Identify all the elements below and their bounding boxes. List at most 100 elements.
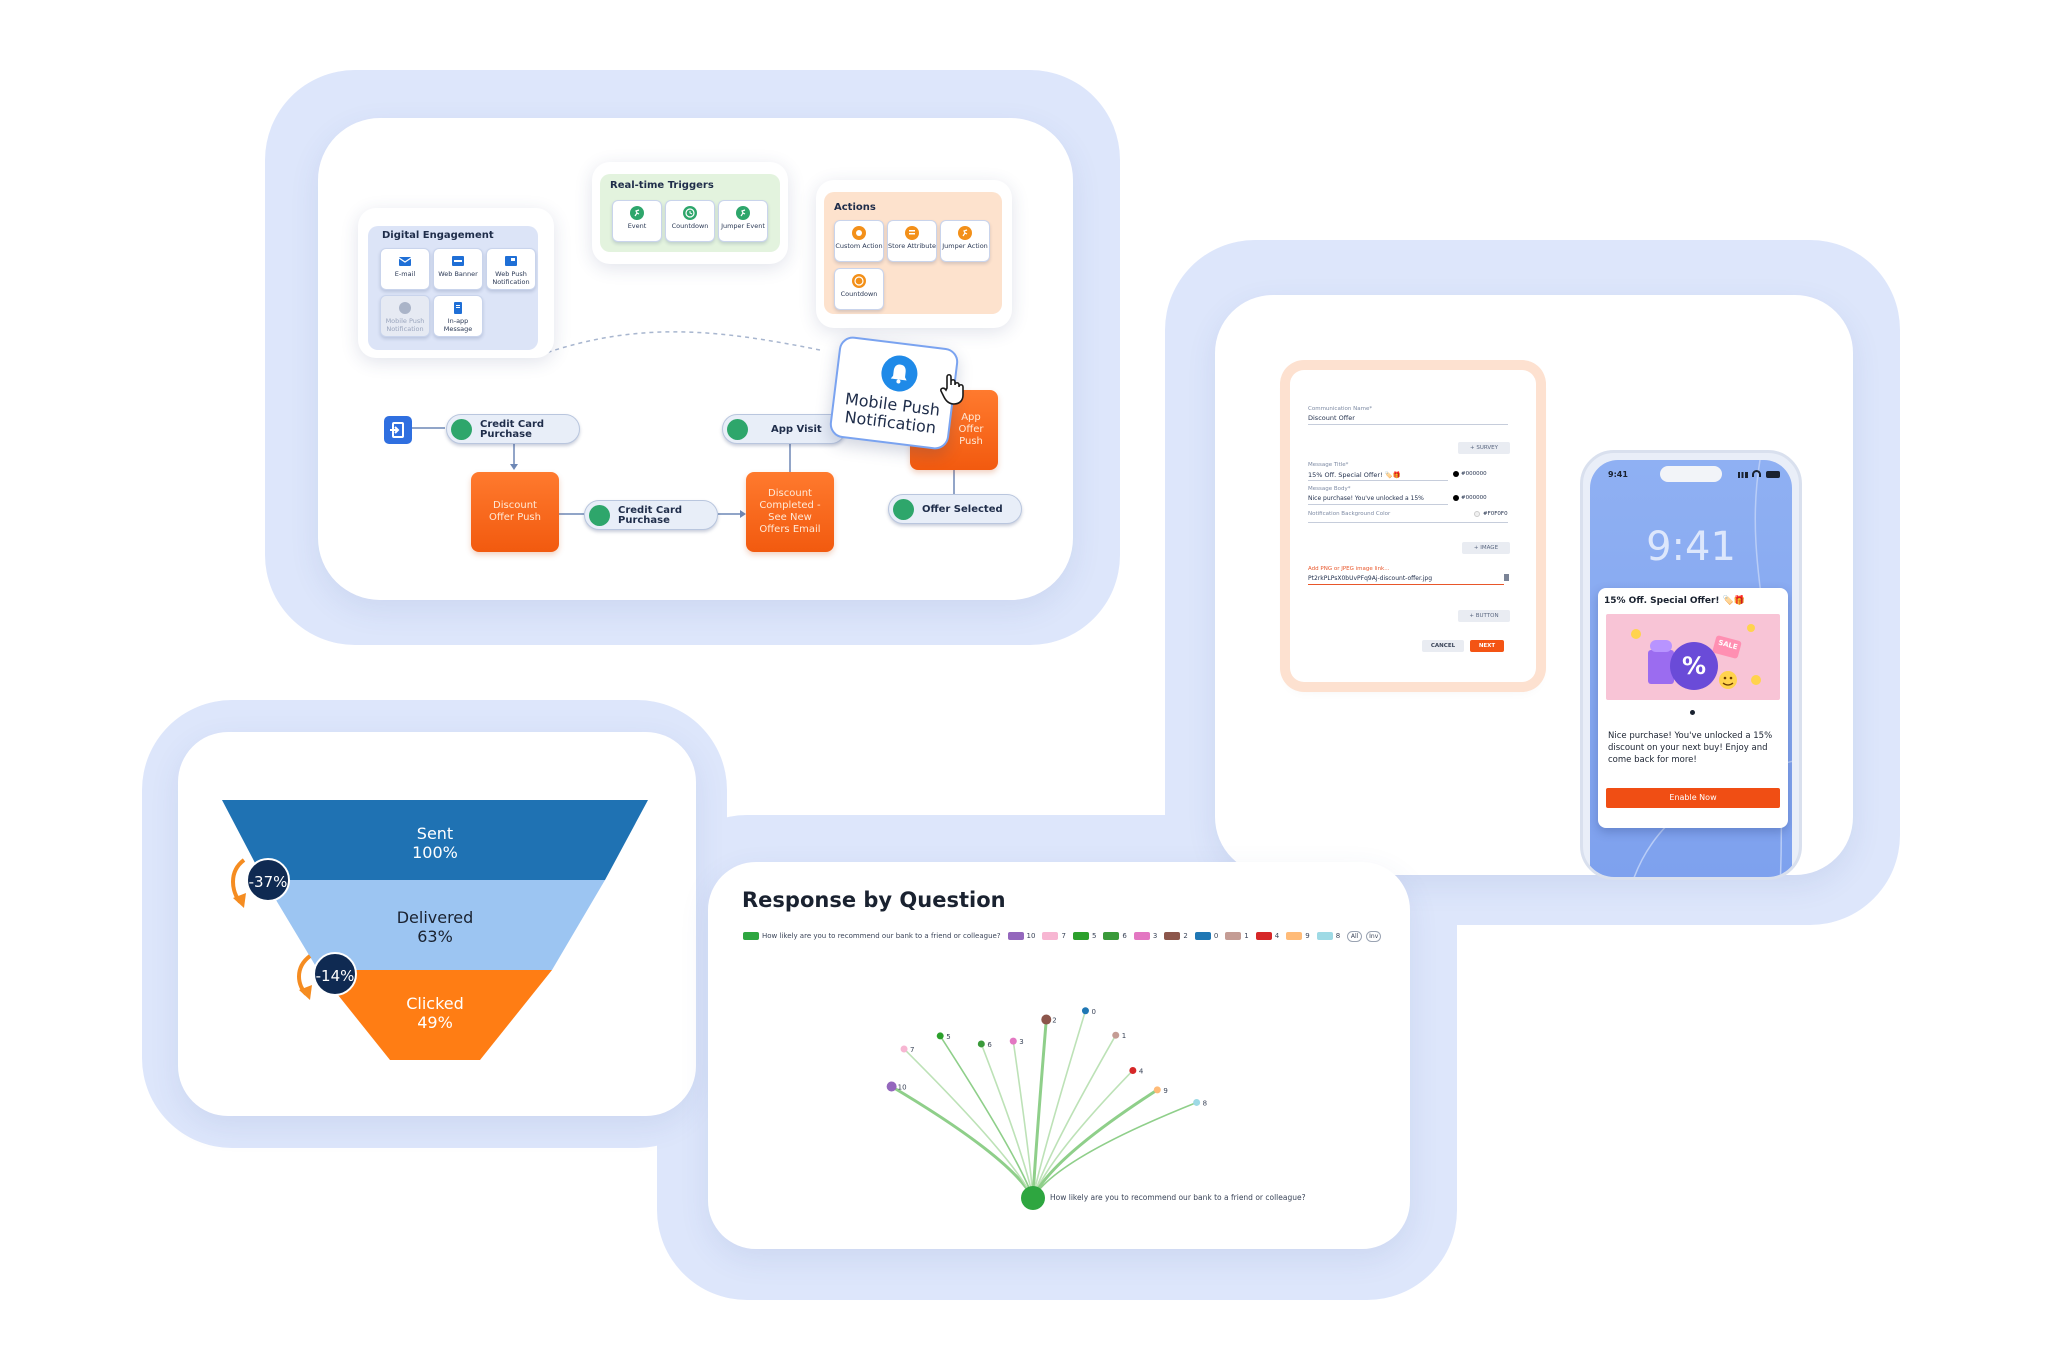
message-title-input[interactable]: 15% Off. Special Offer! 🏷️🎁 [1308, 471, 1401, 479]
running-icon [589, 505, 610, 526]
tree-leaf-node[interactable] [936, 1032, 944, 1040]
store-attribute-icon [905, 226, 919, 240]
tile-custom-action[interactable]: Custom Action [834, 220, 884, 262]
legend-item[interactable]: 5 [1072, 932, 1096, 940]
tile-in-app-message[interactable]: In-app Message [433, 295, 483, 337]
tree-leaf-node[interactable] [1081, 1007, 1089, 1015]
tree-link [980, 1043, 1034, 1199]
legend-item[interactable]: 2 [1164, 932, 1188, 940]
legend-item[interactable]: 0 [1194, 932, 1219, 940]
image-link-input[interactable]: Pt2rkPLPsX0bUvPFq9Aj-discount-offer.jpg [1308, 575, 1433, 582]
tree-leaf-label: 2 [1052, 1017, 1056, 1025]
legend-swatch [1316, 932, 1333, 940]
legend-swatch [1194, 932, 1211, 940]
email-icon [398, 257, 412, 266]
bg-color-swatch[interactable] [1474, 511, 1480, 517]
add-button-button[interactable]: + BUTTON [1458, 610, 1510, 622]
countdown-icon [852, 274, 866, 288]
legend-label: 7 [1061, 932, 1066, 940]
legend-item[interactable]: 1 [1225, 932, 1249, 940]
legend-swatch [1042, 932, 1059, 940]
notification-image: SALE % [1606, 614, 1780, 700]
tree-leaf-node[interactable] [1129, 1066, 1137, 1074]
tree-root-node[interactable] [1021, 1186, 1045, 1210]
trash-icon[interactable] [1504, 574, 1509, 581]
legend-toggle-inv[interactable]: Inv [1366, 930, 1382, 942]
node-credit-card-purchase-1[interactable]: Credit Card Purchase [446, 414, 580, 444]
tree-leaf-node[interactable] [886, 1081, 897, 1092]
actions-panel: Actions Custom Action Store Attribute Ju… [816, 180, 1012, 328]
tile-mobile-push[interactable]: Mobile Push Notification [380, 295, 430, 337]
next-button[interactable]: NEXT [1470, 640, 1504, 652]
tree-leaf-node[interactable] [900, 1045, 908, 1053]
tree-leaf-node[interactable] [1193, 1098, 1201, 1106]
legend-item[interactable]: 4 [1255, 932, 1279, 940]
legend-item[interactable]: 7 [1042, 932, 1066, 940]
push-notification-preview[interactable]: 15% Off. Special Offer! 🏷️🎁 SALE % [1598, 588, 1788, 828]
legend-label: 2 [1183, 932, 1188, 940]
node-offer-selected[interactable]: Offer Selected [888, 494, 1022, 524]
box-discount-completed[interactable]: Discount Completed - See New Offers Emai… [746, 472, 834, 552]
tile-jumper-event[interactable]: Jumper Event [718, 200, 768, 242]
journey-start-icon[interactable] [384, 416, 412, 444]
enable-now-button[interactable]: Enable Now [1606, 788, 1780, 808]
tile-web-banner[interactable]: Web Banner [433, 248, 483, 290]
legend-label: 1 [1244, 932, 1249, 940]
tree-leaf-node[interactable] [1009, 1037, 1017, 1045]
tile-event[interactable]: Event [612, 200, 662, 242]
message-body-input[interactable]: Nice purchase! You've unlocked a 15% [1308, 495, 1424, 502]
mobile-push-notification-card[interactable]: Mobile Push Notification [828, 335, 960, 451]
mobile-push-icon [399, 302, 411, 314]
tree-link [1032, 1101, 1197, 1199]
box-discount-offer-push[interactable]: Discount Offer Push [471, 472, 559, 552]
legend-label: 0 [1213, 932, 1219, 940]
tree-leaf-label: 4 [1139, 1067, 1144, 1075]
legend-item[interactable]: 8 [1316, 932, 1340, 940]
jumper-icon [736, 206, 750, 220]
tree-leaf-node[interactable] [977, 1040, 985, 1048]
dynamic-island [1660, 466, 1722, 482]
tile-web-push[interactable]: Web Push Notification [486, 248, 536, 290]
legend-toggle-all[interactable]: All [1347, 930, 1363, 942]
tile-jumper-action[interactable]: Jumper Action [940, 220, 990, 262]
tree-leaf-node[interactable] [1153, 1086, 1161, 1094]
notification-title: 15% Off. Special Offer! 🏷️🎁 [1604, 596, 1746, 606]
response-canvas [708, 862, 1410, 1249]
cancel-button[interactable]: CANCEL [1422, 640, 1464, 652]
legend-item[interactable]: 6 [1103, 932, 1127, 940]
discount-illustration [1631, 624, 1761, 690]
tree-leaf-label: 1 [1122, 1032, 1126, 1040]
legend-swatch [1072, 932, 1089, 940]
tree-leaf-node[interactable] [1041, 1014, 1052, 1025]
legend-swatch [1103, 932, 1120, 940]
tile-store-attribute[interactable]: Store Attribute [887, 220, 937, 262]
communication-name-input[interactable]: Discount Offer [1308, 414, 1355, 422]
running-icon [451, 419, 472, 440]
legend-swatch [1255, 932, 1272, 940]
node-app-visit[interactable]: App Visit [722, 414, 846, 444]
funnel-stage-delivered [264, 880, 605, 970]
drop-badge-2: -14% [313, 952, 357, 996]
percent-symbol: % [1682, 652, 1707, 680]
jumper-action-icon [958, 226, 972, 240]
tile-countdown-trigger[interactable]: Countdown [665, 200, 715, 242]
title-color-swatch[interactable] [1453, 471, 1459, 477]
tile-countdown-action[interactable]: Countdown [834, 268, 884, 310]
lock-screen-time: 9:41 [1646, 524, 1736, 570]
tree-root-label: How likely are you to recommend our bank… [1050, 1193, 1306, 1202]
body-color-swatch[interactable] [1453, 495, 1459, 501]
add-image-button[interactable]: + IMAGE [1462, 542, 1510, 554]
tree-link [903, 1048, 1034, 1199]
legend-item[interactable]: How likely are you to recommend our bank… [743, 932, 1001, 940]
running-icon [727, 419, 748, 440]
tile-email[interactable]: E-mail [380, 248, 430, 290]
node-credit-card-purchase-2[interactable]: Credit Card Purchase [584, 500, 718, 530]
legend-item[interactable]: 3 [1133, 932, 1157, 940]
realtime-triggers-panel: Real-time Triggers Event Countdown Jumpe… [592, 162, 788, 264]
add-survey-button[interactable]: + SURVEY [1458, 442, 1510, 454]
legend-item[interactable]: 9 [1286, 932, 1310, 940]
tree-leaf-node[interactable] [1112, 1031, 1120, 1039]
legend-item[interactable]: 10 [1007, 932, 1035, 940]
